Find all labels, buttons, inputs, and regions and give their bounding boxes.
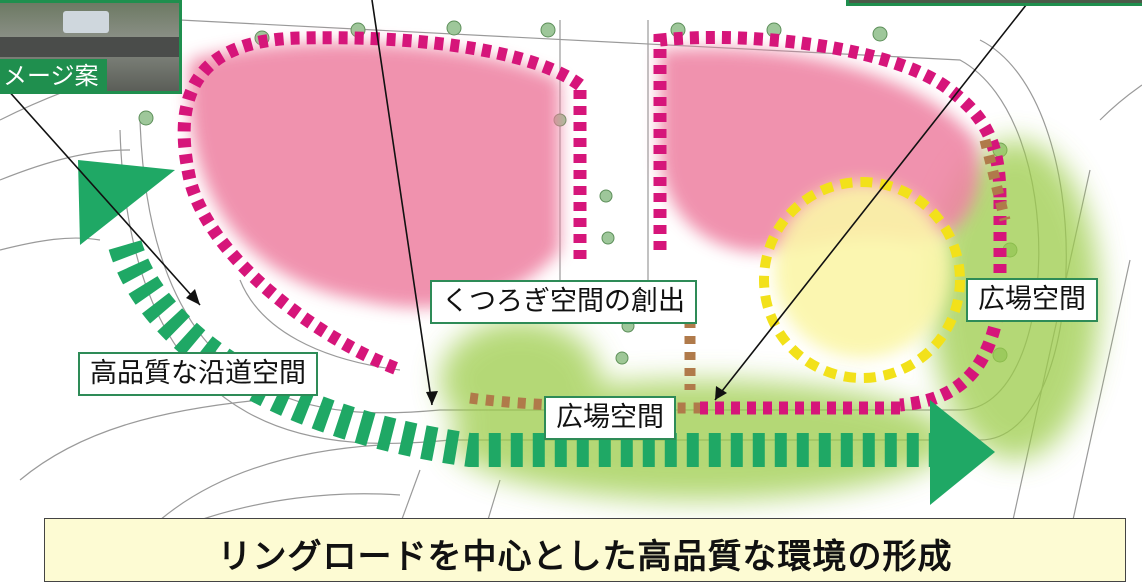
label-plaza-space-right: 広場空間 <box>966 278 1098 322</box>
bus-photo-element <box>63 11 109 33</box>
road-photo-element <box>0 37 179 57</box>
photo-caption: メージ案 <box>0 59 107 91</box>
label-plaza-space-center: 広場空間 <box>544 396 676 440</box>
image-proposal-photo: メージ案 <box>0 0 182 94</box>
ring-road-arrow <box>78 160 995 505</box>
bottom-banner: リングロードを中心とした高品質な環境の形成 <box>44 518 1126 582</box>
label-relaxation-space: くつろぎ空間の創出 <box>430 280 697 324</box>
leader-lines <box>5 0 1031 406</box>
label-ring-road-space: 高品質な沿道空間 <box>78 352 318 396</box>
banner-title: リングロードを中心とした高品質な環境の形成 <box>217 537 953 577</box>
yellow-plaza <box>759 177 965 383</box>
photo-top-right-fragment <box>846 0 1142 6</box>
leader-arrowheads <box>186 289 727 405</box>
arrow-head-left <box>78 160 175 245</box>
arrow-head-right <box>930 400 995 505</box>
